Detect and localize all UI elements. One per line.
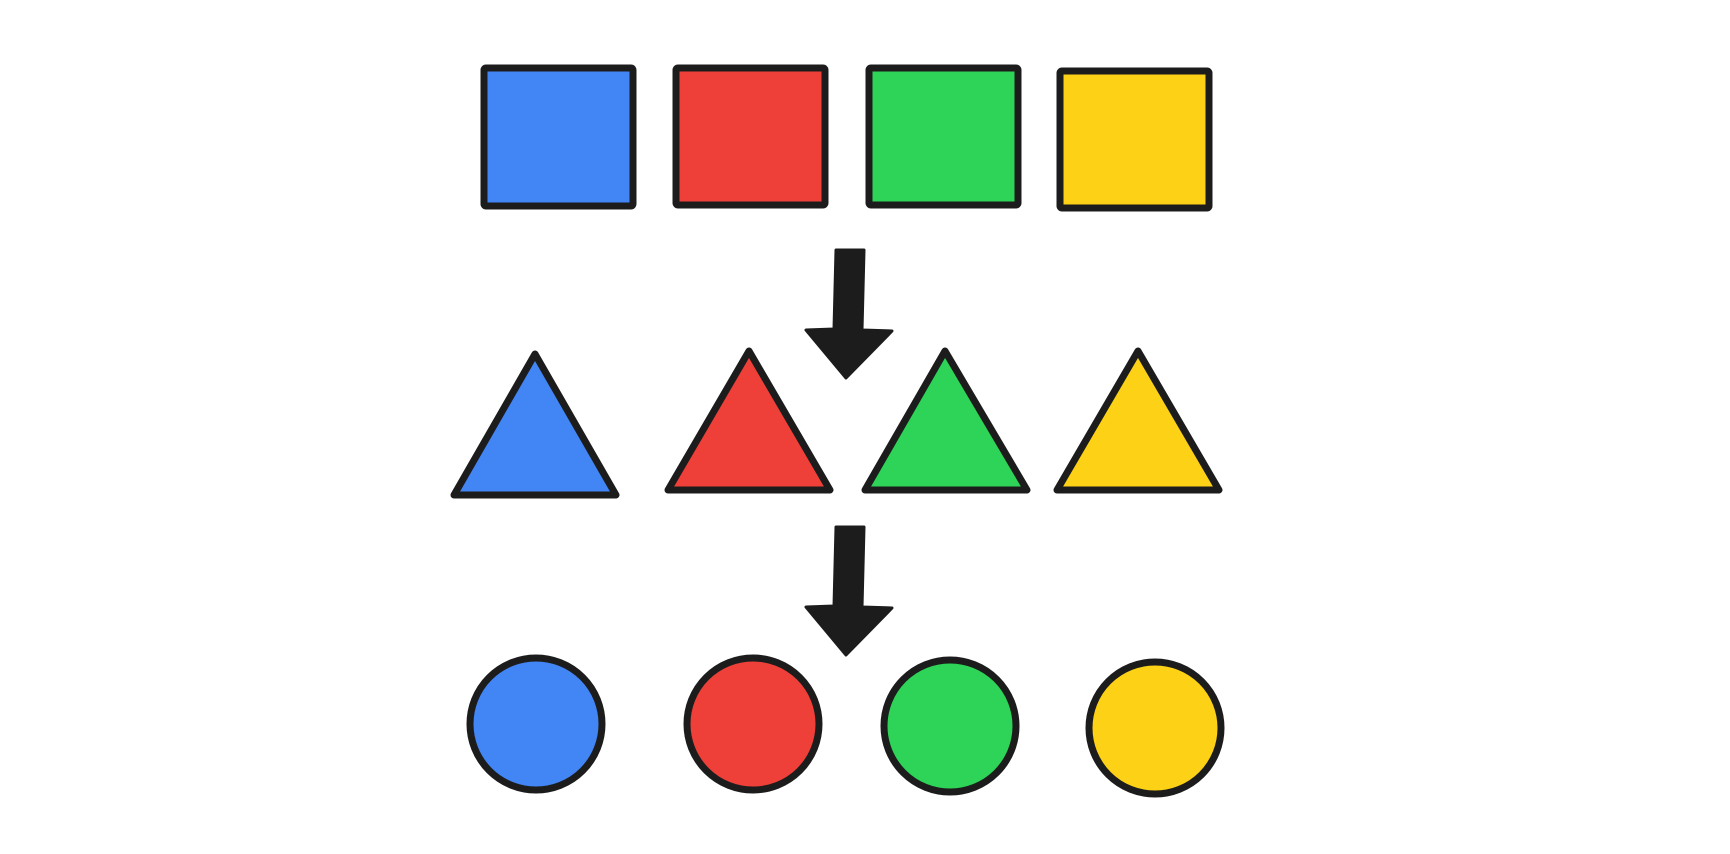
yellow-circle [1085, 658, 1225, 798]
arrow-down-shape [804, 525, 894, 657]
blue-square [480, 64, 637, 210]
arrow-down-shape [804, 248, 894, 380]
red-square [672, 64, 829, 209]
green-square [865, 64, 1022, 209]
blue-circle [466, 654, 606, 794]
arrow-down-icon [804, 525, 894, 657]
squares-row [480, 64, 1213, 212]
circles-row [466, 654, 1225, 798]
arrow-down-icon [804, 248, 894, 380]
red-circle [683, 654, 823, 794]
yellow-square [1056, 67, 1213, 212]
green-triangle [861, 347, 1031, 494]
yellow-triangle [1053, 347, 1223, 494]
red-triangle [664, 347, 834, 494]
green-circle [880, 656, 1020, 796]
triangles-row [450, 347, 1223, 499]
blue-triangle [450, 350, 620, 499]
